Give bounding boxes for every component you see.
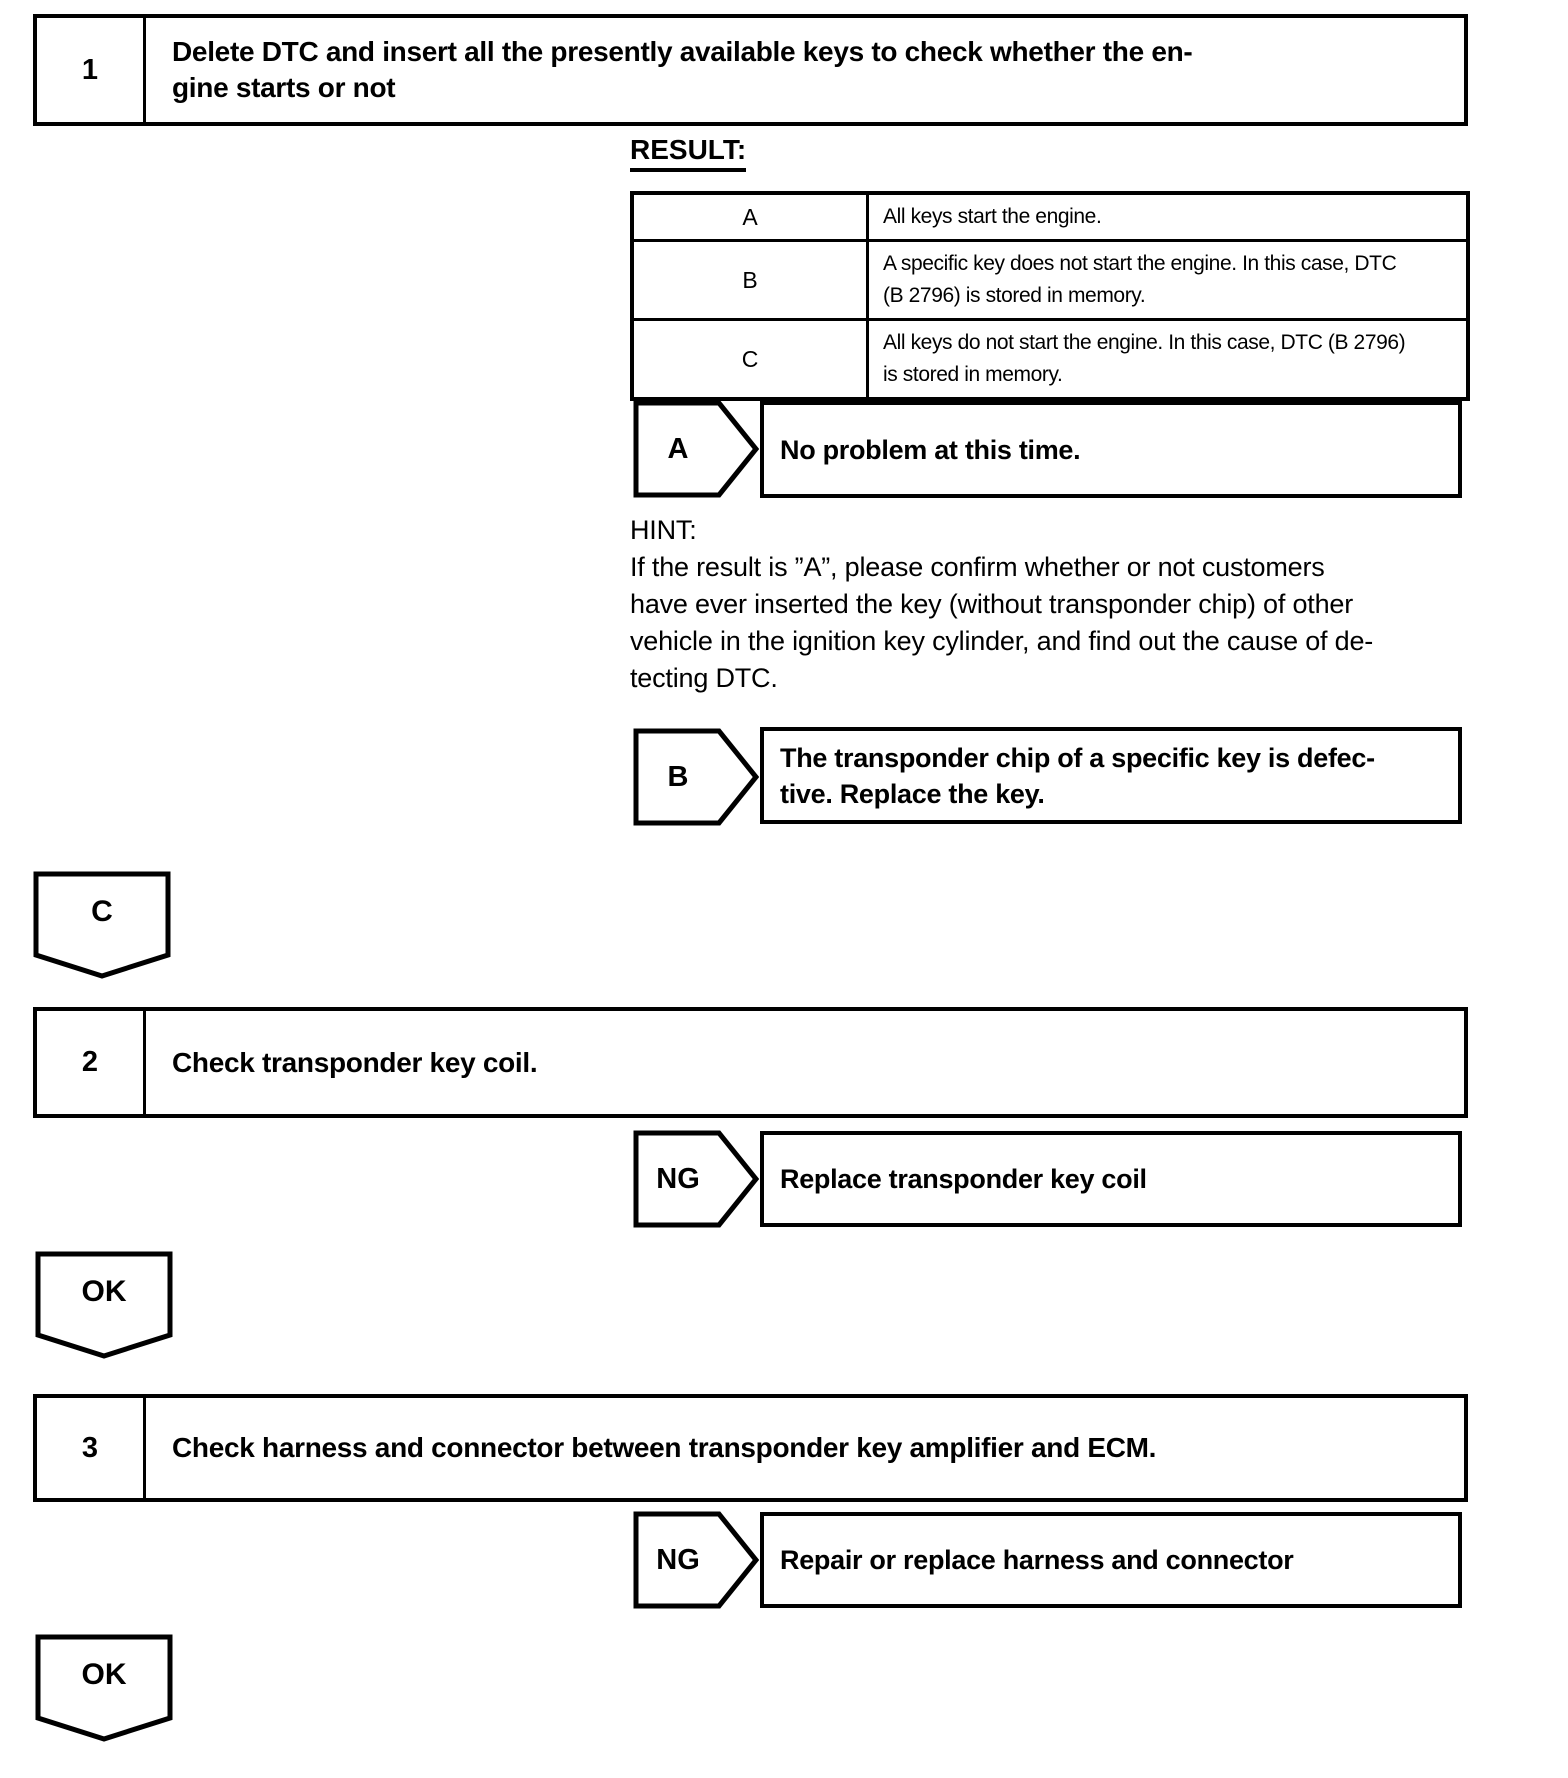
step-1-box: 1 Delete DTC and insert all the presentl… bbox=[33, 14, 1468, 126]
result-desc-c: All keys do not start the engine. In thi… bbox=[866, 318, 1470, 401]
pentagon-down-icon bbox=[35, 1251, 173, 1359]
connector-c: C bbox=[33, 871, 171, 979]
step-3-number: 3 bbox=[37, 1398, 146, 1498]
hint-text: If the result is ”A”, please confirm whe… bbox=[630, 552, 1374, 693]
pentagon-down-icon bbox=[33, 871, 171, 979]
result-desc-b: A specific key does not start the engine… bbox=[866, 239, 1470, 321]
result-table: A All keys start the engine. B A specifi… bbox=[630, 191, 1470, 401]
branch-arrow-ng-1: NG bbox=[633, 1130, 759, 1228]
branch-arrow-a: A bbox=[633, 400, 759, 498]
branch-arrow-ng-2: NG bbox=[633, 1511, 759, 1609]
outcome-box-ng-1: Replace transponder key coil bbox=[760, 1131, 1462, 1227]
connector-ok-2-label: OK bbox=[81, 1658, 127, 1691]
hint-label: HINT: bbox=[630, 515, 697, 545]
result-label: RESULT: bbox=[630, 134, 747, 172]
result-row-c: C All keys do not start the engine. In t… bbox=[630, 318, 1470, 401]
branch-arrow-a-label: A bbox=[667, 432, 689, 465]
step-1-number: 1 bbox=[37, 18, 146, 122]
outcome-box-b: The transponder chip of a specific key i… bbox=[760, 727, 1462, 824]
pentagon-down-icon bbox=[35, 1634, 173, 1742]
step-3-box: 3 Check harness and connector between tr… bbox=[33, 1394, 1468, 1502]
hint-block: HINT: If the result is ”A”, please confi… bbox=[630, 512, 1475, 697]
connector-ok-1: OK bbox=[35, 1251, 173, 1359]
result-code-c: C bbox=[630, 318, 869, 401]
result-code-b: B bbox=[630, 239, 869, 321]
outcome-box-a: No problem at this time. bbox=[760, 401, 1462, 498]
branch-arrow-b: B bbox=[633, 728, 759, 826]
step-3-title: Check harness and connector between tran… bbox=[172, 1432, 1157, 1463]
connector-ok-2: OK bbox=[35, 1634, 173, 1742]
result-desc-a: All keys start the engine. bbox=[866, 191, 1470, 242]
connector-ok-1-label: OK bbox=[81, 1275, 127, 1308]
step-2-box: 2 Check transponder key coil. bbox=[33, 1007, 1468, 1118]
arrow-right-icon bbox=[633, 1130, 759, 1228]
step-2-number: 2 bbox=[37, 1011, 146, 1114]
result-row-b: B A specific key does not start the engi… bbox=[630, 239, 1470, 321]
branch-arrow-b-label: B bbox=[667, 760, 689, 793]
arrow-right-icon bbox=[633, 1511, 759, 1609]
branch-arrow-ng-1-label: NG bbox=[656, 1162, 700, 1195]
result-code-a: A bbox=[630, 191, 869, 242]
step-1-title: Delete DTC and insert all the presently … bbox=[172, 36, 1193, 103]
arrow-right-icon bbox=[633, 400, 759, 498]
outcome-box-ng-2: Repair or replace harness and connector bbox=[760, 1512, 1462, 1608]
connector-c-label: C bbox=[91, 895, 113, 928]
branch-arrow-ng-2-label: NG bbox=[656, 1543, 700, 1576]
result-row-a: A All keys start the engine. bbox=[630, 191, 1470, 242]
arrow-right-icon bbox=[633, 728, 759, 826]
step-2-title: Check transponder key coil. bbox=[172, 1046, 538, 1078]
